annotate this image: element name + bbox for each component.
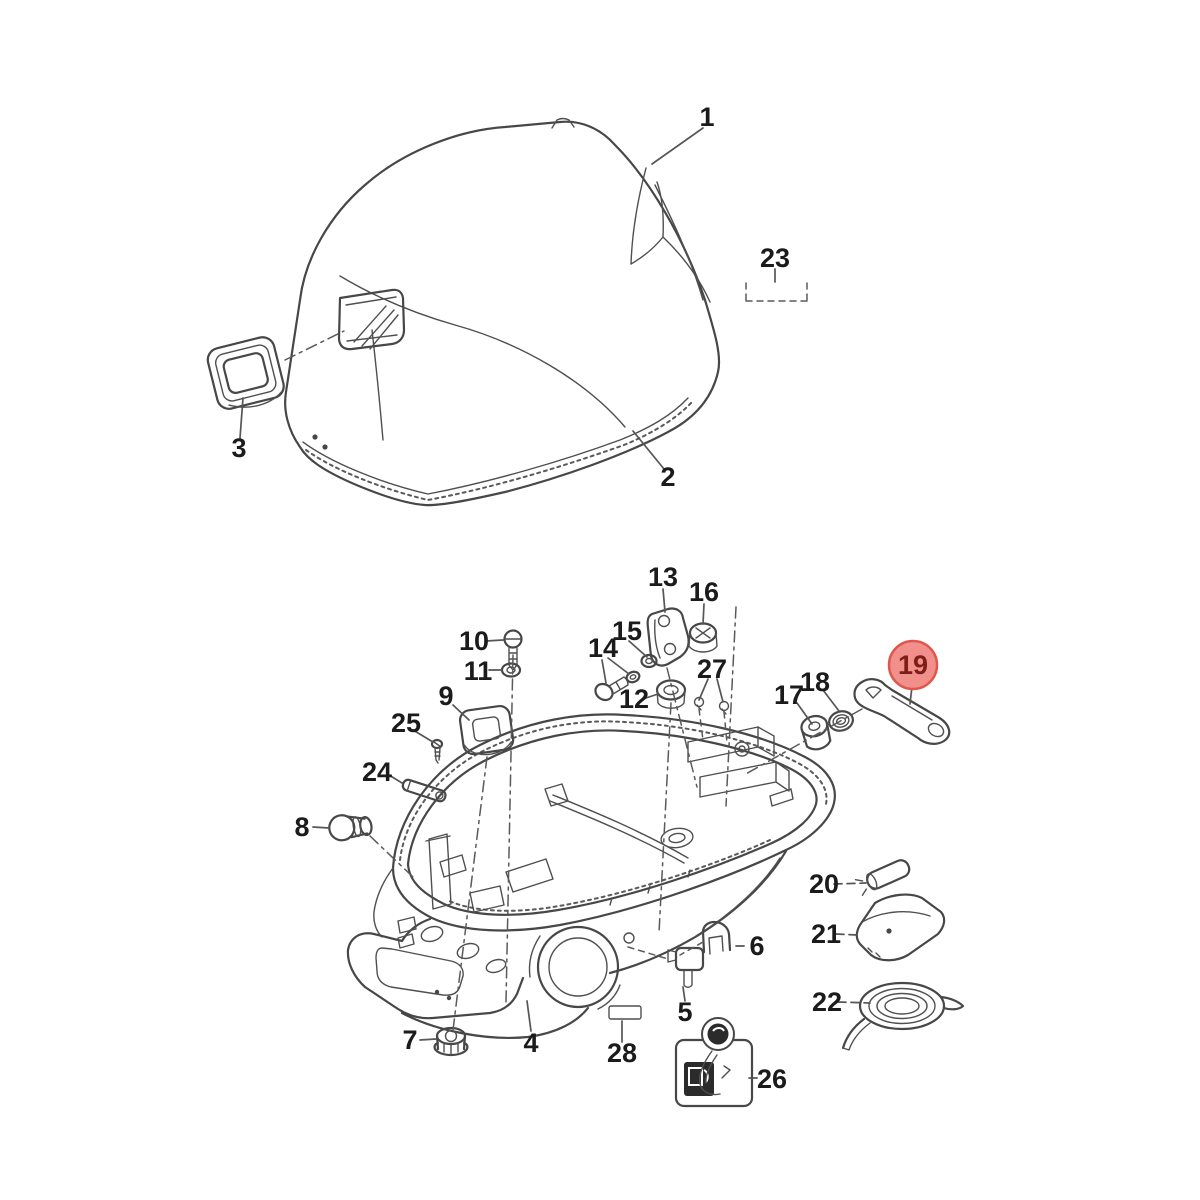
- part-number-15: 15: [612, 616, 642, 646]
- callout-10[interactable]: 10: [459, 626, 489, 656]
- part-number-6: 6: [749, 931, 764, 961]
- part-19-clamp-lever: [853, 678, 951, 745]
- callout-7[interactable]: 7: [402, 1025, 417, 1055]
- callout-20[interactable]: 20: [809, 869, 839, 899]
- part-5-plug: [667, 946, 705, 988]
- callout-12[interactable]: 12: [619, 684, 649, 714]
- callout-24[interactable]: 24: [362, 757, 392, 787]
- part-26-fuel-decal: [674, 1017, 754, 1108]
- part-number-10: 10: [459, 626, 489, 656]
- part-number-26: 26: [757, 1064, 787, 1094]
- part-number-23: 23: [760, 243, 790, 273]
- bottom-cowling-drawing: [346, 713, 836, 1039]
- callout-1[interactable]: 1: [699, 102, 714, 132]
- highlight-circle: [887, 639, 939, 691]
- callout-18[interactable]: 18: [800, 667, 830, 697]
- part-number-19: 19: [898, 650, 928, 680]
- callout-13[interactable]: 13: [648, 562, 678, 592]
- part-20-tool: [854, 859, 911, 896]
- callout-15[interactable]: 15: [612, 616, 642, 646]
- callout-17[interactable]: 17: [774, 680, 804, 710]
- part-28-strip: [608, 1005, 642, 1020]
- part-number-14: 14: [588, 633, 618, 663]
- part-number-5: 5: [677, 997, 692, 1027]
- callout-25[interactable]: 25: [391, 708, 421, 738]
- ref-23-dashed-outline: [745, 282, 808, 302]
- part-number-18: 18: [800, 667, 830, 697]
- callout-6[interactable]: 6: [749, 931, 764, 961]
- part-number-21: 21: [811, 919, 841, 949]
- part-17-bushing: [800, 714, 832, 751]
- part-10-screw: [503, 629, 523, 671]
- part-16-damper: [688, 622, 718, 653]
- callout-28[interactable]: 28: [607, 1038, 637, 1068]
- part-13-bracket: [646, 607, 690, 667]
- part-number-25: 25: [391, 708, 421, 738]
- part-number-2: 2: [660, 462, 675, 492]
- part-number-3: 3: [231, 433, 246, 463]
- part-7-nut: [433, 1026, 469, 1057]
- callout-16[interactable]: 16: [689, 577, 719, 607]
- callout-5[interactable]: 5: [677, 997, 692, 1027]
- part-8-grommet: [328, 814, 373, 842]
- part-number-17: 17: [774, 680, 804, 710]
- part-11-washer: [500, 662, 522, 678]
- callout-9[interactable]: 9: [438, 681, 453, 711]
- callout-3[interactable]: 3: [231, 433, 246, 463]
- part-number-12: 12: [619, 684, 649, 714]
- callout-27[interactable]: 27: [697, 654, 727, 684]
- part-number-13: 13: [648, 562, 678, 592]
- part-number-20: 20: [809, 869, 839, 899]
- part-number-28: 28: [607, 1038, 637, 1068]
- callout-11[interactable]: 11: [464, 656, 493, 686]
- part-number-9: 9: [438, 681, 453, 711]
- part-number-8: 8: [294, 812, 309, 842]
- part-number-24: 24: [362, 757, 392, 787]
- callout-23[interactable]: 23: [760, 243, 790, 273]
- part-number-16: 16: [689, 577, 719, 607]
- part-22-starter-rope: [841, 981, 965, 1051]
- part-number-22: 22: [812, 987, 842, 1017]
- callout-layer: 1234567891011121314151617181920212223242…: [231, 102, 939, 1094]
- callout-26[interactable]: 26: [757, 1064, 787, 1094]
- part-27-pins: [693, 696, 730, 715]
- part-21-tool-bag: [855, 893, 946, 962]
- part-number-4: 4: [523, 1028, 538, 1058]
- part-9-grommet: [458, 704, 515, 756]
- part-25-screw: [430, 738, 444, 764]
- part-3-grommet-plate: [206, 336, 285, 410]
- callout-4[interactable]: 4: [523, 1028, 538, 1058]
- part-number-7: 7: [402, 1025, 417, 1055]
- part-24-bracket: [401, 778, 447, 803]
- callout-21[interactable]: 21: [811, 919, 841, 949]
- part-number-1: 1: [699, 102, 714, 132]
- leader-lines: [239, 127, 914, 1079]
- callout-8[interactable]: 8: [294, 812, 309, 842]
- part-number-27: 27: [697, 654, 727, 684]
- callout-14[interactable]: 14: [588, 633, 618, 663]
- assembly-axis-lines: [284, 330, 863, 1031]
- part-6-clip: [701, 920, 732, 955]
- callout-22[interactable]: 22: [812, 987, 842, 1017]
- callout-2[interactable]: 2: [660, 462, 675, 492]
- top-cowling-drawing: [284, 117, 721, 507]
- part-14-bolt: [594, 670, 641, 702]
- part-15-washer: [640, 653, 658, 669]
- part-18-washer: [828, 710, 854, 732]
- part-number-11: 11: [464, 656, 493, 686]
- callout-19[interactable]: 19: [887, 639, 939, 691]
